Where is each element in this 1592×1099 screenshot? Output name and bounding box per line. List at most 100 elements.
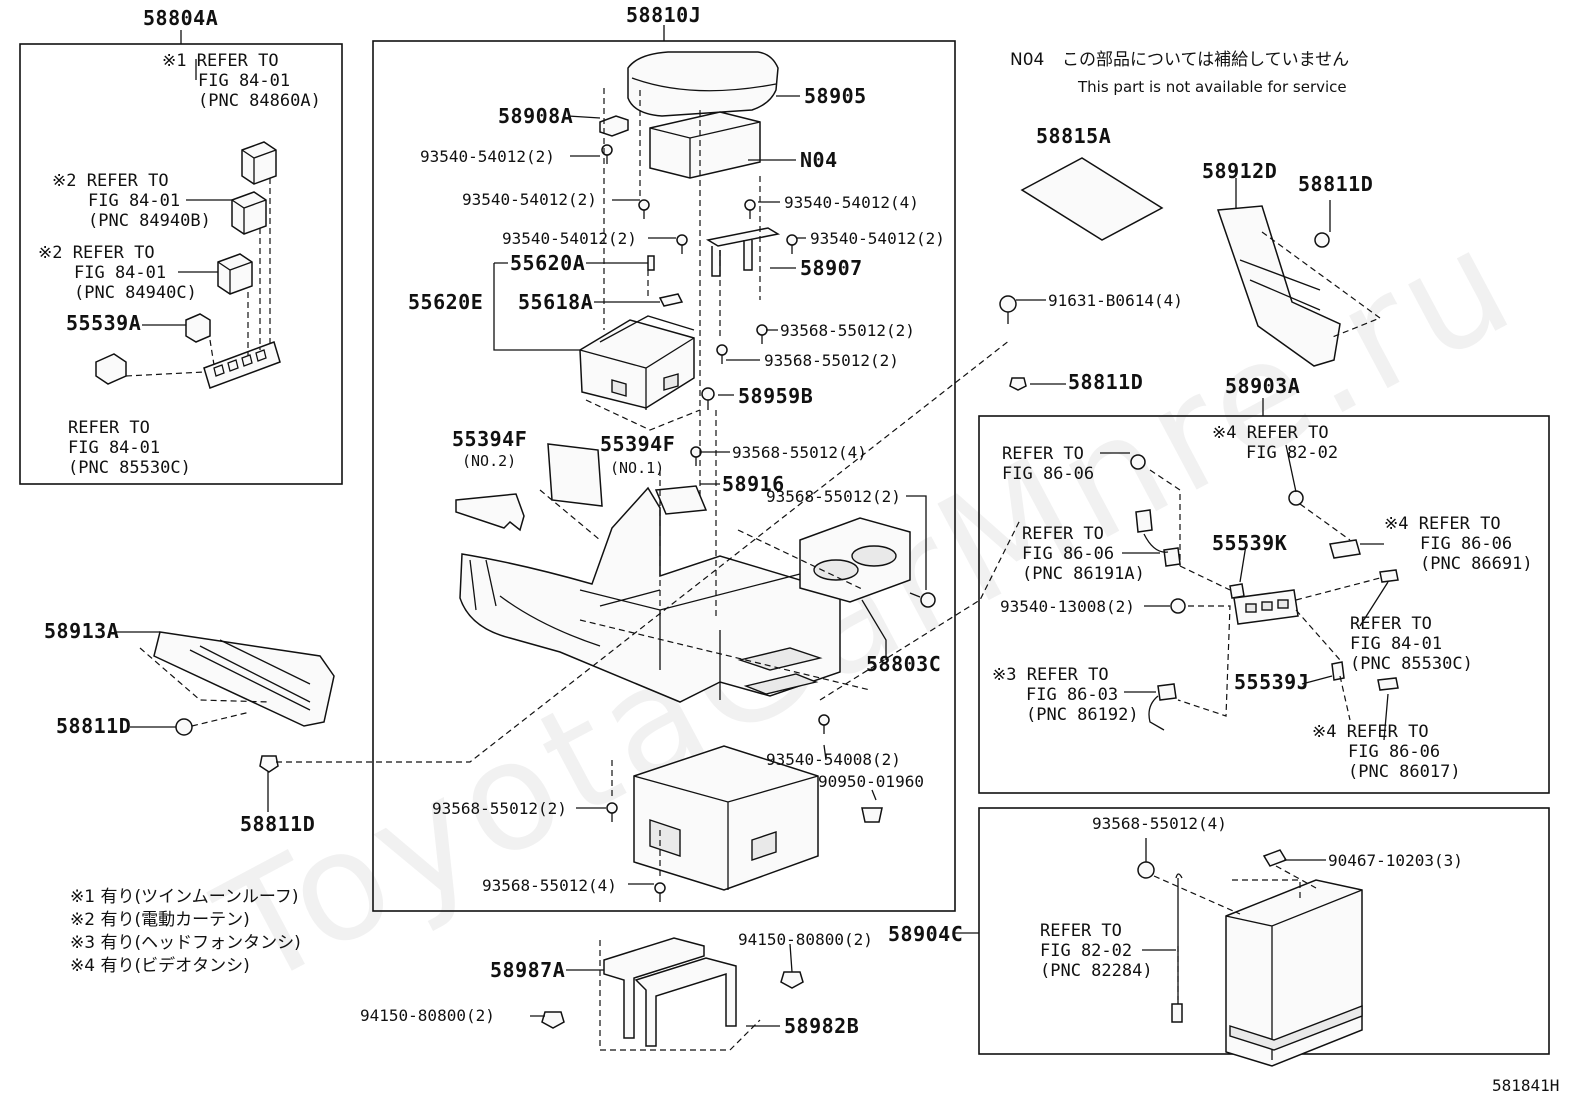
label: (PNC 84940C)	[74, 283, 197, 303]
label: (PNC 84940B)	[88, 211, 211, 231]
label: (PNC 86192)	[1026, 705, 1139, 725]
connector-86017	[1377, 677, 1399, 691]
part-number: 93568-55012(4)	[732, 443, 867, 462]
switch-unit-58903A	[1233, 589, 1299, 625]
part-number: 58905	[804, 84, 867, 108]
part-number: 58987A	[490, 958, 566, 982]
footnote: ※1 有り(ツインムーンルーフ)	[70, 887, 299, 907]
rear-cover-58904C	[1225, 879, 1363, 1067]
trim-58913A	[153, 631, 335, 727]
label: REFER TO	[1040, 921, 1122, 941]
notice-en: This part is not available for service	[1078, 78, 1347, 96]
frame-58903A	[978, 415, 1550, 794]
part-number: 94150-80800(2)	[360, 1006, 495, 1025]
part-number: 58959B	[738, 384, 814, 408]
sheet-58815A	[1020, 157, 1164, 241]
diagram-id: 581841H	[1492, 1076, 1560, 1095]
clip-55620A	[647, 255, 655, 271]
clip-58811D-1	[175, 718, 193, 736]
lower-box	[633, 745, 819, 891]
part-number: 55539K	[1212, 531, 1288, 555]
label: FIG 86-06	[1022, 544, 1115, 564]
part-number: 90950-01960	[818, 772, 924, 791]
clip-90467	[1262, 849, 1288, 867]
connector-86-06	[1130, 454, 1146, 470]
pad-55394F-no1	[547, 443, 603, 507]
label: (PNC 86191A)	[1022, 564, 1145, 584]
part-number: 58803C	[866, 652, 942, 676]
part-number: 58811D	[1068, 370, 1144, 394]
label: FIG 84-01	[198, 71, 291, 91]
clip-58811D-3	[1314, 232, 1330, 248]
part-number: 91631-B0614(4)	[1048, 291, 1183, 310]
nut-right	[780, 971, 804, 989]
pad-58916	[654, 485, 708, 515]
label: (PNC 85530C)	[1350, 654, 1473, 674]
part-number: 58811D	[56, 714, 132, 738]
plug-55539A	[185, 313, 211, 343]
plug-55539J	[1331, 661, 1345, 681]
footnote: ※3 有り(ヘッドフォンタンシ)	[70, 933, 301, 953]
part-number: 93540-54012(2)	[502, 229, 637, 248]
part-number: 58815A	[1036, 124, 1112, 148]
notice-jp: この部品については補給していません	[1062, 50, 1350, 70]
label: FIG 86-06	[1348, 742, 1441, 762]
label: ※4 REFER TO	[1384, 514, 1501, 534]
plug-55539K	[1229, 583, 1245, 599]
hinge-58908A	[599, 115, 629, 137]
clip-58811D-4	[1009, 377, 1027, 391]
label: (PNC 86691)	[1420, 554, 1533, 574]
label: (NO.2)	[462, 452, 517, 470]
label: FIG 82-02	[1246, 443, 1339, 463]
label: (PNC 82284)	[1040, 961, 1153, 981]
lid-inner-N04	[649, 111, 761, 179]
part-number: 55539J	[1234, 670, 1310, 694]
label: FIG 84-01	[1350, 634, 1443, 654]
part-number: 93540-54008(2)	[766, 750, 901, 769]
part-number: 58982B	[784, 1014, 860, 1038]
screw-93540-13008	[1170, 598, 1186, 614]
label: FIG 86-03	[1026, 685, 1119, 705]
part-number: 93540-54012(2)	[420, 147, 555, 166]
switch-84940B	[231, 191, 267, 235]
part-number: 94150-80800(2)	[738, 930, 873, 949]
label: FIG 86-06	[1002, 464, 1095, 484]
hinge-58907	[705, 227, 781, 277]
assembly-58810J: 58810J	[626, 3, 702, 27]
label: FIG 84-01	[74, 263, 167, 283]
label: (PNC 84860A)	[198, 91, 321, 111]
connector-82-02	[1288, 490, 1304, 506]
part-number: 93568-55012(2)	[766, 487, 901, 506]
clip-58811D-2	[259, 755, 279, 773]
part-number: 55539A	[66, 311, 142, 335]
label: FIG 84-01	[88, 191, 181, 211]
console-body	[459, 486, 841, 703]
label: ※2 REFER TO	[38, 243, 155, 263]
part-number: 55620A	[510, 251, 586, 275]
part-number: 93568-55012(2)	[764, 351, 899, 370]
label: (PNC 86017)	[1348, 762, 1461, 782]
label: FIG 86-06	[1420, 534, 1513, 554]
brackets-58987A-58982B	[603, 937, 737, 1047]
label: (PNC 85530C)	[68, 458, 191, 478]
footnote: ※2 有り(電動カーテン)	[70, 910, 250, 930]
harness-86192	[1157, 683, 1177, 701]
assembly-58804A: 58804A	[143, 6, 219, 30]
assembly-58903A: 58903A	[1225, 374, 1301, 398]
label: REFER TO	[1002, 444, 1084, 464]
screws	[601, 144, 936, 902]
part-number: 93540-54012(2)	[810, 229, 945, 248]
clip-55618A	[658, 293, 684, 307]
part-number: N04	[800, 148, 838, 172]
part-number: 55620E	[408, 290, 484, 314]
part-number: 58811D	[240, 812, 316, 836]
label: ※4 REFER TO	[1212, 423, 1329, 443]
part-number: 93568-55012(2)	[780, 321, 915, 340]
part-number: 58913A	[44, 619, 120, 643]
switch-84940C	[217, 253, 253, 295]
pad-55394F-no2	[455, 493, 525, 532]
nut-left	[541, 1011, 565, 1029]
part-number: 93568-55012(2)	[432, 799, 567, 818]
